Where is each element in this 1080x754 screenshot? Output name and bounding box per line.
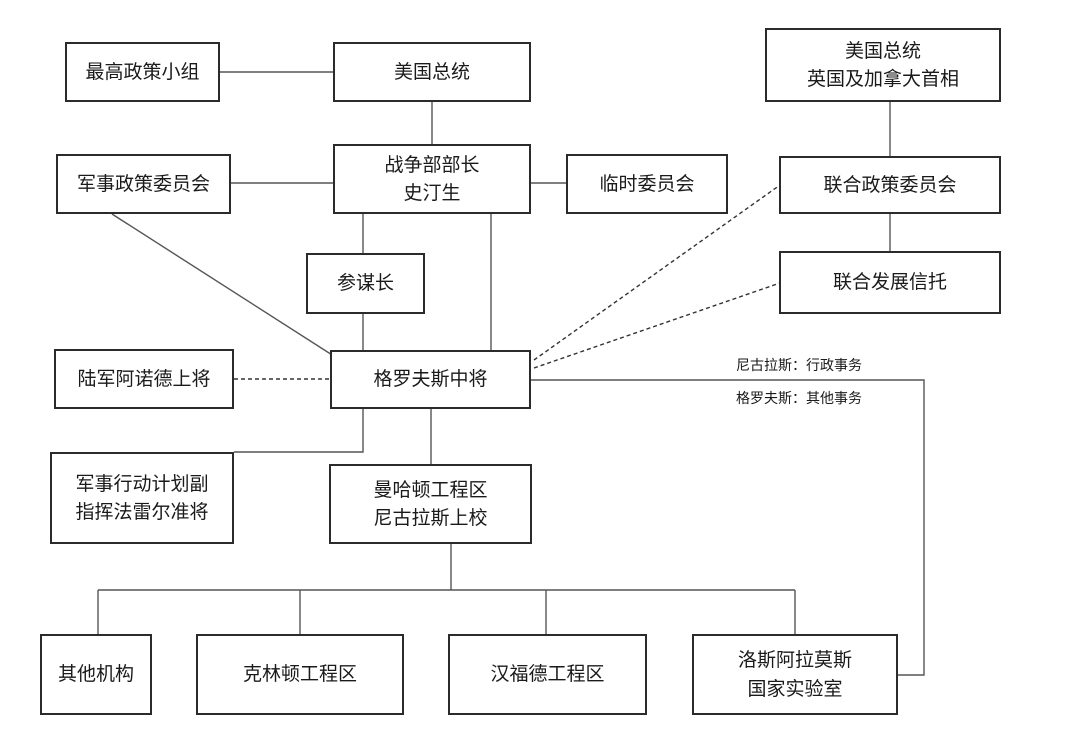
node-label: 美国总统 [844, 39, 921, 62]
node-label: 战争部部长 [384, 153, 480, 176]
node-label: 军事行动计划副 [75, 472, 209, 495]
node-general-arnold: 陆军阿诺德上将 [54, 349, 234, 409]
node-label: 其他机构 [57, 663, 134, 686]
dashed-connector-groves-trust [533, 282, 781, 369]
node-label: 格罗夫斯中将 [373, 368, 488, 391]
node-label: 最高政策小组 [85, 60, 200, 83]
node-combined-policy-committee: 联合政策委员会 [779, 156, 1001, 214]
node-label: 指挥法雷尔准将 [75, 501, 209, 523]
node-label: 汉福德工程区 [490, 663, 605, 686]
node-us-uk-canada-leaders: 美国总统 英国及加拿大首相 [765, 28, 1001, 102]
node-label: 联合发展信托 [832, 271, 947, 294]
connector-groves-farrell [234, 409, 364, 453]
node-label: 洛斯阿拉莫斯 [737, 649, 852, 671]
node-label: 曼哈顿工程区 [373, 478, 488, 501]
dashed-connector-groves-combinedpolicy [533, 184, 781, 361]
node-label: 参谋长 [336, 272, 394, 295]
node-combined-development-trust: 联合发展信托 [779, 251, 1001, 314]
node-label: 克林顿工程区 [242, 663, 357, 686]
node-label: 国家实验室 [747, 677, 843, 700]
node-interim-committee: 临时委员会 [566, 154, 728, 214]
node-label: 英国及加拿大首相 [806, 68, 959, 90]
node-los-alamos-lab: 洛斯阿拉莫斯 国家实验室 [692, 634, 898, 715]
node-other-agencies: 其他机构 [40, 634, 152, 715]
node-top-policy-group: 最高政策小组 [65, 42, 220, 102]
node-label: 临时委员会 [599, 172, 695, 195]
node-secretary-of-war: 战争部部长 史汀生 [333, 144, 531, 214]
node-label: 尼古拉斯上校 [373, 507, 488, 529]
connector-groves-losalamos [531, 379, 925, 676]
node-hanford-works: 汉福德工程区 [448, 634, 647, 715]
connector-militarypolicy-groves [111, 213, 341, 361]
node-label: 军事政策委员会 [76, 172, 210, 195]
node-label: 联合政策委员会 [823, 173, 957, 196]
node-label: 美国总统 [393, 60, 470, 83]
node-label: 陆军阿诺德上将 [77, 367, 211, 390]
node-chief-of-staff: 参谋长 [306, 253, 425, 314]
node-clinton-works: 克林顿工程区 [196, 634, 404, 715]
node-deputy-farrell: 军事行动计划副 指挥法雷尔准将 [50, 452, 234, 544]
node-label: 史汀生 [403, 182, 461, 204]
node-military-policy-committee: 军事政策委员会 [56, 154, 231, 214]
note-nichols-admin: 尼古拉斯：行政事务 [736, 358, 862, 374]
node-general-groves: 格罗夫斯中将 [330, 350, 531, 409]
node-us-president: 美国总统 [333, 42, 531, 102]
note-groves-other: 格罗夫斯：其他事务 [736, 391, 862, 407]
node-manhattan-district: 曼哈顿工程区 尼古拉斯上校 [329, 464, 532, 544]
